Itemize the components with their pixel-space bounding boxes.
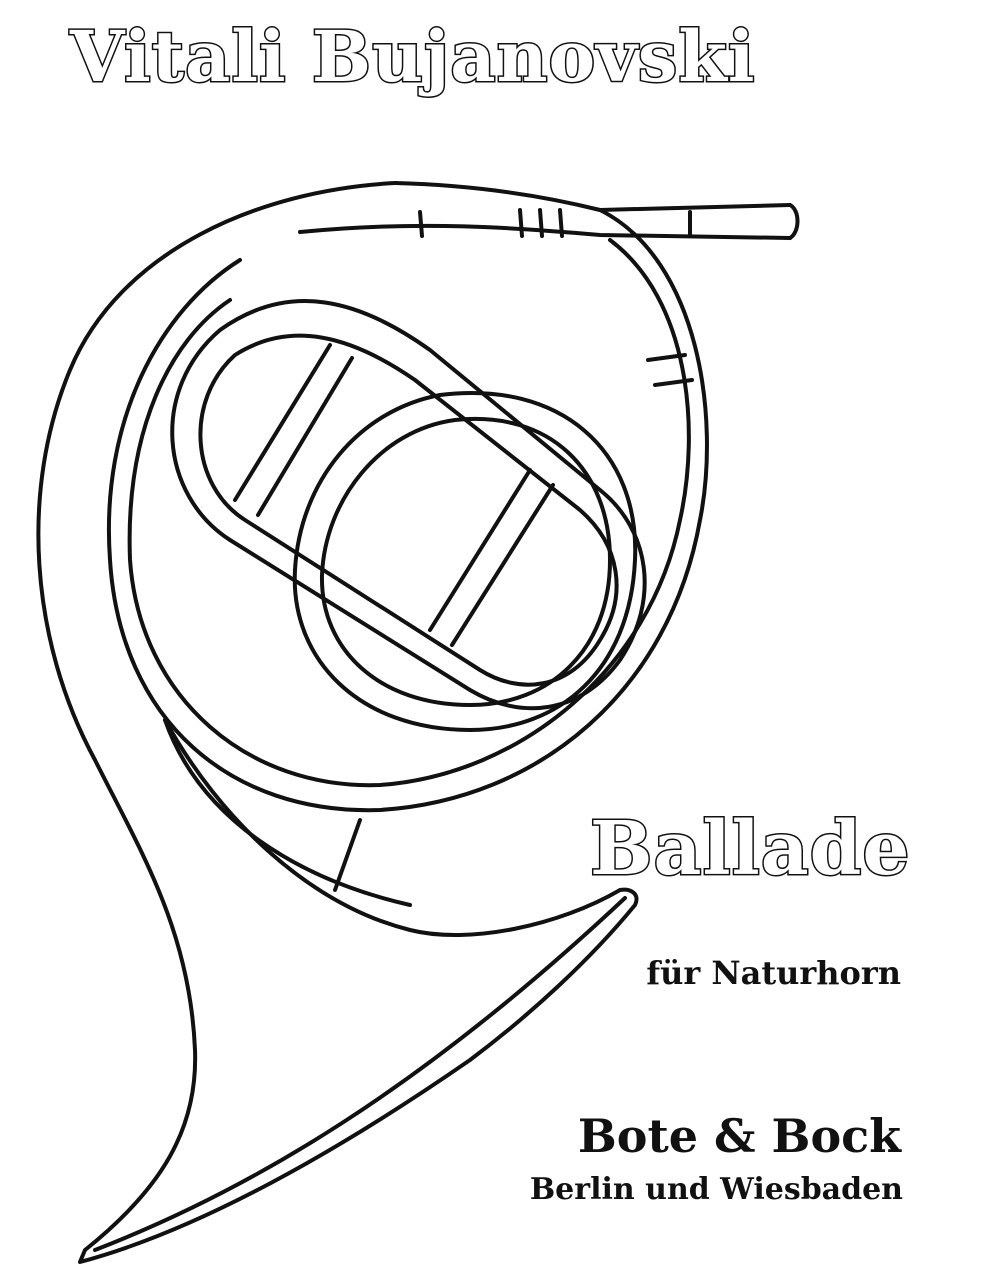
horn-ferrule-2 [518, 208, 524, 238]
work-subtitle: für Naturhorn [646, 954, 901, 992]
horn-bell-inner-line [93, 896, 627, 1252]
horn-bell-brace [333, 818, 362, 892]
horn-ferrule-4 [558, 208, 564, 238]
work-title: Ballade [589, 806, 911, 892]
horn-crook-outer [170, 299, 647, 711]
horn-inner-coil-outer [292, 391, 638, 732]
horn-mouthpiece [788, 203, 800, 240]
horn-hoop-band [646, 353, 694, 387]
publisher-name: Bote & Bock [577, 1109, 901, 1163]
horn-bell-throat [163, 718, 412, 907]
horn-crook-stay-1 [233, 343, 354, 517]
publisher-city: Berlin und Wiesbaden [529, 1172, 903, 1207]
horn-hoop-outer [106, 208, 709, 813]
horn-leadpipe-upper [393, 181, 792, 212]
horn-crook-inner [198, 333, 619, 687]
horn-hoop-inner [127, 238, 691, 788]
horn-bell-outline [36, 181, 639, 1264]
horn-crook-stay-2 [428, 468, 555, 647]
horn-leadpipe-lower [298, 223, 792, 240]
horn-ferrule-3 [538, 208, 544, 238]
horn-ferrule-1 [418, 210, 424, 238]
composer-name: Vitali Bujanovski [68, 15, 756, 98]
